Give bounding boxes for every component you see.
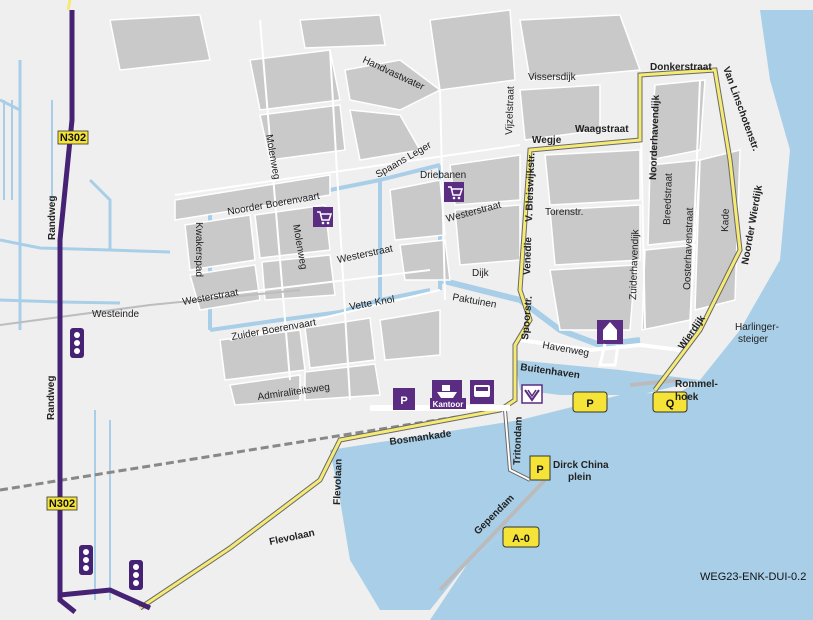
n302-shield-top xyxy=(57,130,89,145)
westeinde-road xyxy=(0,289,301,326)
label-rommelhoek-1: Rommel- xyxy=(675,379,718,390)
label-flevolaan-1: Flevolaan xyxy=(332,459,345,505)
label-zuiderhavendijk: Zuiderhavendijk xyxy=(628,228,641,300)
label-tritondam: Tritondam xyxy=(512,416,525,465)
n302-label-bottom: N302 xyxy=(49,498,75,510)
town-streets xyxy=(174,19,701,401)
shopping-cart-icon xyxy=(444,182,464,202)
label-vijzelstraat: Vijzelstraat xyxy=(504,86,517,135)
randweg-connector xyxy=(66,0,72,11)
a0-badge: A-0 xyxy=(502,526,540,548)
small-channels xyxy=(3,100,111,600)
randweg-label-bottom: Randweg xyxy=(46,376,57,420)
svg-text:P: P xyxy=(400,395,407,407)
traffic-light-icon xyxy=(129,560,143,590)
label-breedstraat: Breedstraat xyxy=(662,173,675,225)
pier-to-tower xyxy=(598,343,620,367)
sea-water xyxy=(430,10,813,620)
label-dirck-china-2: plein xyxy=(568,472,591,483)
parking-badge-buitenhaven: P xyxy=(572,391,608,413)
harbour-water xyxy=(330,390,700,610)
n302-label-top: N302 xyxy=(60,132,86,144)
pier-rommelhoek xyxy=(629,378,681,387)
svg-text:Q: Q xyxy=(666,398,675,410)
q-badge: Q xyxy=(652,391,688,413)
label-rommelhoek-2: hoek xyxy=(675,392,699,403)
parking-badge-dirck: P xyxy=(529,455,551,481)
label-dirck-china-1: Dirck China xyxy=(553,460,609,471)
ferry-icon: Kantoor xyxy=(430,380,466,409)
label-waagstraat: Waagstraat xyxy=(575,124,629,135)
bus-icon xyxy=(470,380,494,404)
label-harlinger-2: steiger xyxy=(738,334,769,345)
buitenhaven-water xyxy=(515,360,700,395)
label-kwakerspad: Kwakerspad xyxy=(193,222,204,277)
tower-icon xyxy=(597,320,623,344)
havenweg-road xyxy=(519,338,681,353)
svg-text:A-0: A-0 xyxy=(512,533,530,545)
ship-icon xyxy=(521,384,543,404)
label-harlinger-1: Harlinger- xyxy=(735,322,779,333)
route-tritondam-fill xyxy=(504,409,531,481)
svg-text:P: P xyxy=(536,464,543,476)
randweg-label-top: Randweg xyxy=(47,196,58,240)
parking-icon: P xyxy=(393,388,415,410)
label-donkerstraat: Donkerstraat xyxy=(650,62,712,73)
label-driebanen: Driebanen xyxy=(420,170,466,181)
label-noorderhavendijk: Noorderhavendijk xyxy=(648,94,662,180)
n302-shield-bottom xyxy=(46,496,78,511)
svg-text:P: P xyxy=(586,398,593,410)
label-vissersdijk: Vissersdijk xyxy=(528,72,577,83)
shopping-cart-icon xyxy=(313,207,333,227)
label-spoorstr: Spoorstr. xyxy=(520,295,535,340)
pier-gependam xyxy=(438,478,547,592)
label-kade: Kade xyxy=(720,208,732,232)
map-code: WEG23-ENK-DUI-0.2 xyxy=(700,571,806,583)
label-torenstr: Torenstr. xyxy=(545,207,583,218)
traffic-light-icon xyxy=(70,328,84,358)
label-westeinde: Westeinde xyxy=(92,309,140,320)
n302-road xyxy=(57,10,152,614)
label-dijk: Dijk xyxy=(472,268,490,279)
label-venedie: Venedie xyxy=(522,237,534,276)
route-line-fill xyxy=(139,68,742,610)
label-oosterhavenstraat: Oosterhavenstraat xyxy=(682,207,696,290)
label-v-bleiswijkstr: V. Bleiswijkstr. xyxy=(524,152,537,222)
traffic-light-icon xyxy=(79,545,93,575)
label-wegje: Wegje xyxy=(532,135,562,146)
kantoor-label: Kantoor xyxy=(433,400,464,409)
